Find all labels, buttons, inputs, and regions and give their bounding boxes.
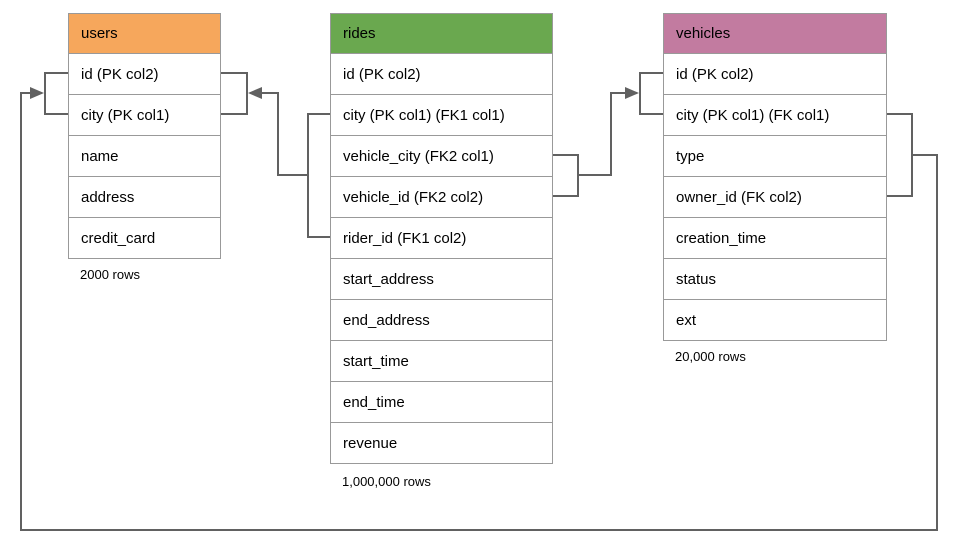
table-vehicles-col-city: city (PK col1) (FK col1) <box>664 94 886 135</box>
table-vehicles-header: vehicles <box>664 14 886 53</box>
users-pk-bracket-left <box>44 72 68 115</box>
table-vehicles-row-count: 20,000 rows <box>675 349 746 364</box>
table-vehicles-col-type: type <box>664 135 886 176</box>
table-users-col-city: city (PK col1) <box>69 94 220 135</box>
table-vehicles-col-creation-time: creation_time <box>664 217 886 258</box>
table-vehicles-col-status: status <box>664 258 886 299</box>
table-users-col-credit-card: credit_card <box>69 217 220 258</box>
table-rides-col-vehicle-id: vehicle_id (FK2 col2) <box>331 176 552 217</box>
table-users-row-count: 2000 rows <box>80 267 140 282</box>
table-vehicles: vehicles id (PK col2) city (PK col1) (FK… <box>663 13 887 341</box>
table-rides-col-vehicle-city: vehicle_city (FK2 col1) <box>331 135 552 176</box>
table-vehicles-col-id: id (PK col2) <box>664 53 886 94</box>
table-rides-header: rides <box>331 14 552 53</box>
table-rides-row-count: 1,000,000 rows <box>342 474 431 489</box>
fk2-connector-rides-to-vehicles <box>578 87 639 176</box>
vehicles-fk-bracket-right <box>887 113 913 197</box>
table-rides-col-start-address: start_address <box>331 258 552 299</box>
vehicles-pk-bracket-left <box>639 72 663 115</box>
table-rides-col-revenue: revenue <box>331 422 552 463</box>
fk1-connector-rides-to-users <box>248 87 308 176</box>
table-rides-col-id: id (PK col2) <box>331 53 552 94</box>
users-pk-bracket-right <box>221 72 248 115</box>
table-users-col-id: id (PK col2) <box>69 53 220 94</box>
table-rides: rides id (PK col2) city (PK col1) (FK1 c… <box>330 13 553 464</box>
table-vehicles-col-ext: ext <box>664 299 886 340</box>
table-vehicles-col-owner-id: owner_id (FK col2) <box>664 176 886 217</box>
table-rides-col-start-time: start_time <box>331 340 552 381</box>
table-users-col-address: address <box>69 176 220 217</box>
rides-fk2-bracket-right <box>553 154 579 197</box>
table-users-header: users <box>69 14 220 53</box>
table-rides-col-rider-id: rider_id (FK1 col2) <box>331 217 552 258</box>
table-rides-col-city: city (PK col1) (FK1 col1) <box>331 94 552 135</box>
table-users: users id (PK col2) city (PK col1) name a… <box>68 13 221 259</box>
table-rides-col-end-address: end_address <box>331 299 552 340</box>
table-users-col-name: name <box>69 135 220 176</box>
rides-fk1-bracket-left <box>307 113 330 238</box>
table-rides-col-end-time: end_time <box>331 381 552 422</box>
